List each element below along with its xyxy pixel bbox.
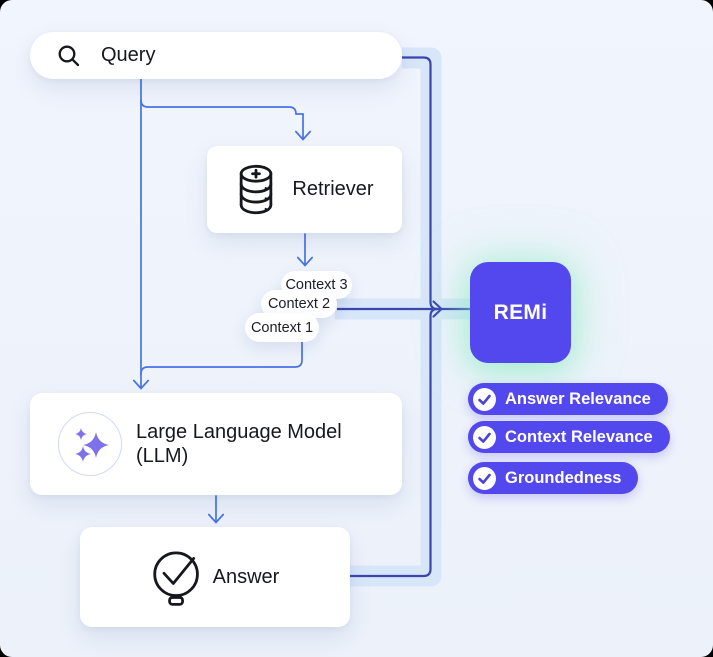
metric-badge-answer-relevance: Answer Relevance xyxy=(468,383,668,415)
context-to-llm-line xyxy=(140,341,303,375)
flow-arrows xyxy=(132,78,314,524)
llm-arrowhead xyxy=(132,379,150,390)
retriever-label: Retriever xyxy=(292,178,374,201)
metric-label: Groundedness xyxy=(505,468,622,487)
context-arrowhead xyxy=(296,256,314,267)
context-chip-1: Context 1 xyxy=(245,313,319,342)
metric-label: Context Relevance xyxy=(505,427,653,446)
database-icon xyxy=(240,164,273,214)
answer-arrowhead xyxy=(207,513,225,524)
answer-node: Answer xyxy=(80,527,350,627)
context-2-label: Context 2 xyxy=(267,296,331,312)
check-circle-icon xyxy=(473,425,496,449)
search-icon xyxy=(58,45,80,66)
query-to-retriever-line xyxy=(140,99,304,139)
metric-badge-context-relevance: Context Relevance xyxy=(468,421,670,453)
remi-node: REMi xyxy=(470,262,571,363)
answer-label: Answer xyxy=(212,565,280,588)
context-1-label: Context 1 xyxy=(250,319,314,336)
metric-label: Answer Relevance xyxy=(505,389,651,408)
sparkles-icon xyxy=(58,412,122,476)
query-label: Query xyxy=(101,44,156,67)
check-circle-icon xyxy=(473,387,496,411)
context-3-label: Context 3 xyxy=(285,277,348,293)
llm-node: Large Language Model (LLM) xyxy=(30,393,402,495)
retriever-node: Retriever xyxy=(207,146,402,233)
metric-badge-groundedness: Groundedness xyxy=(468,462,639,494)
remi-label: REMi xyxy=(493,300,548,324)
llm-label: Large Language Model (LLM) xyxy=(136,420,342,467)
pipe-band xyxy=(335,47,470,587)
bulb-check-icon xyxy=(152,551,199,606)
remi-arrowhead xyxy=(432,300,443,318)
query-node: Query xyxy=(30,32,402,79)
pipe-lines xyxy=(337,56,470,578)
retriever-arrowhead xyxy=(294,130,312,141)
check-circle-icon xyxy=(473,466,496,490)
